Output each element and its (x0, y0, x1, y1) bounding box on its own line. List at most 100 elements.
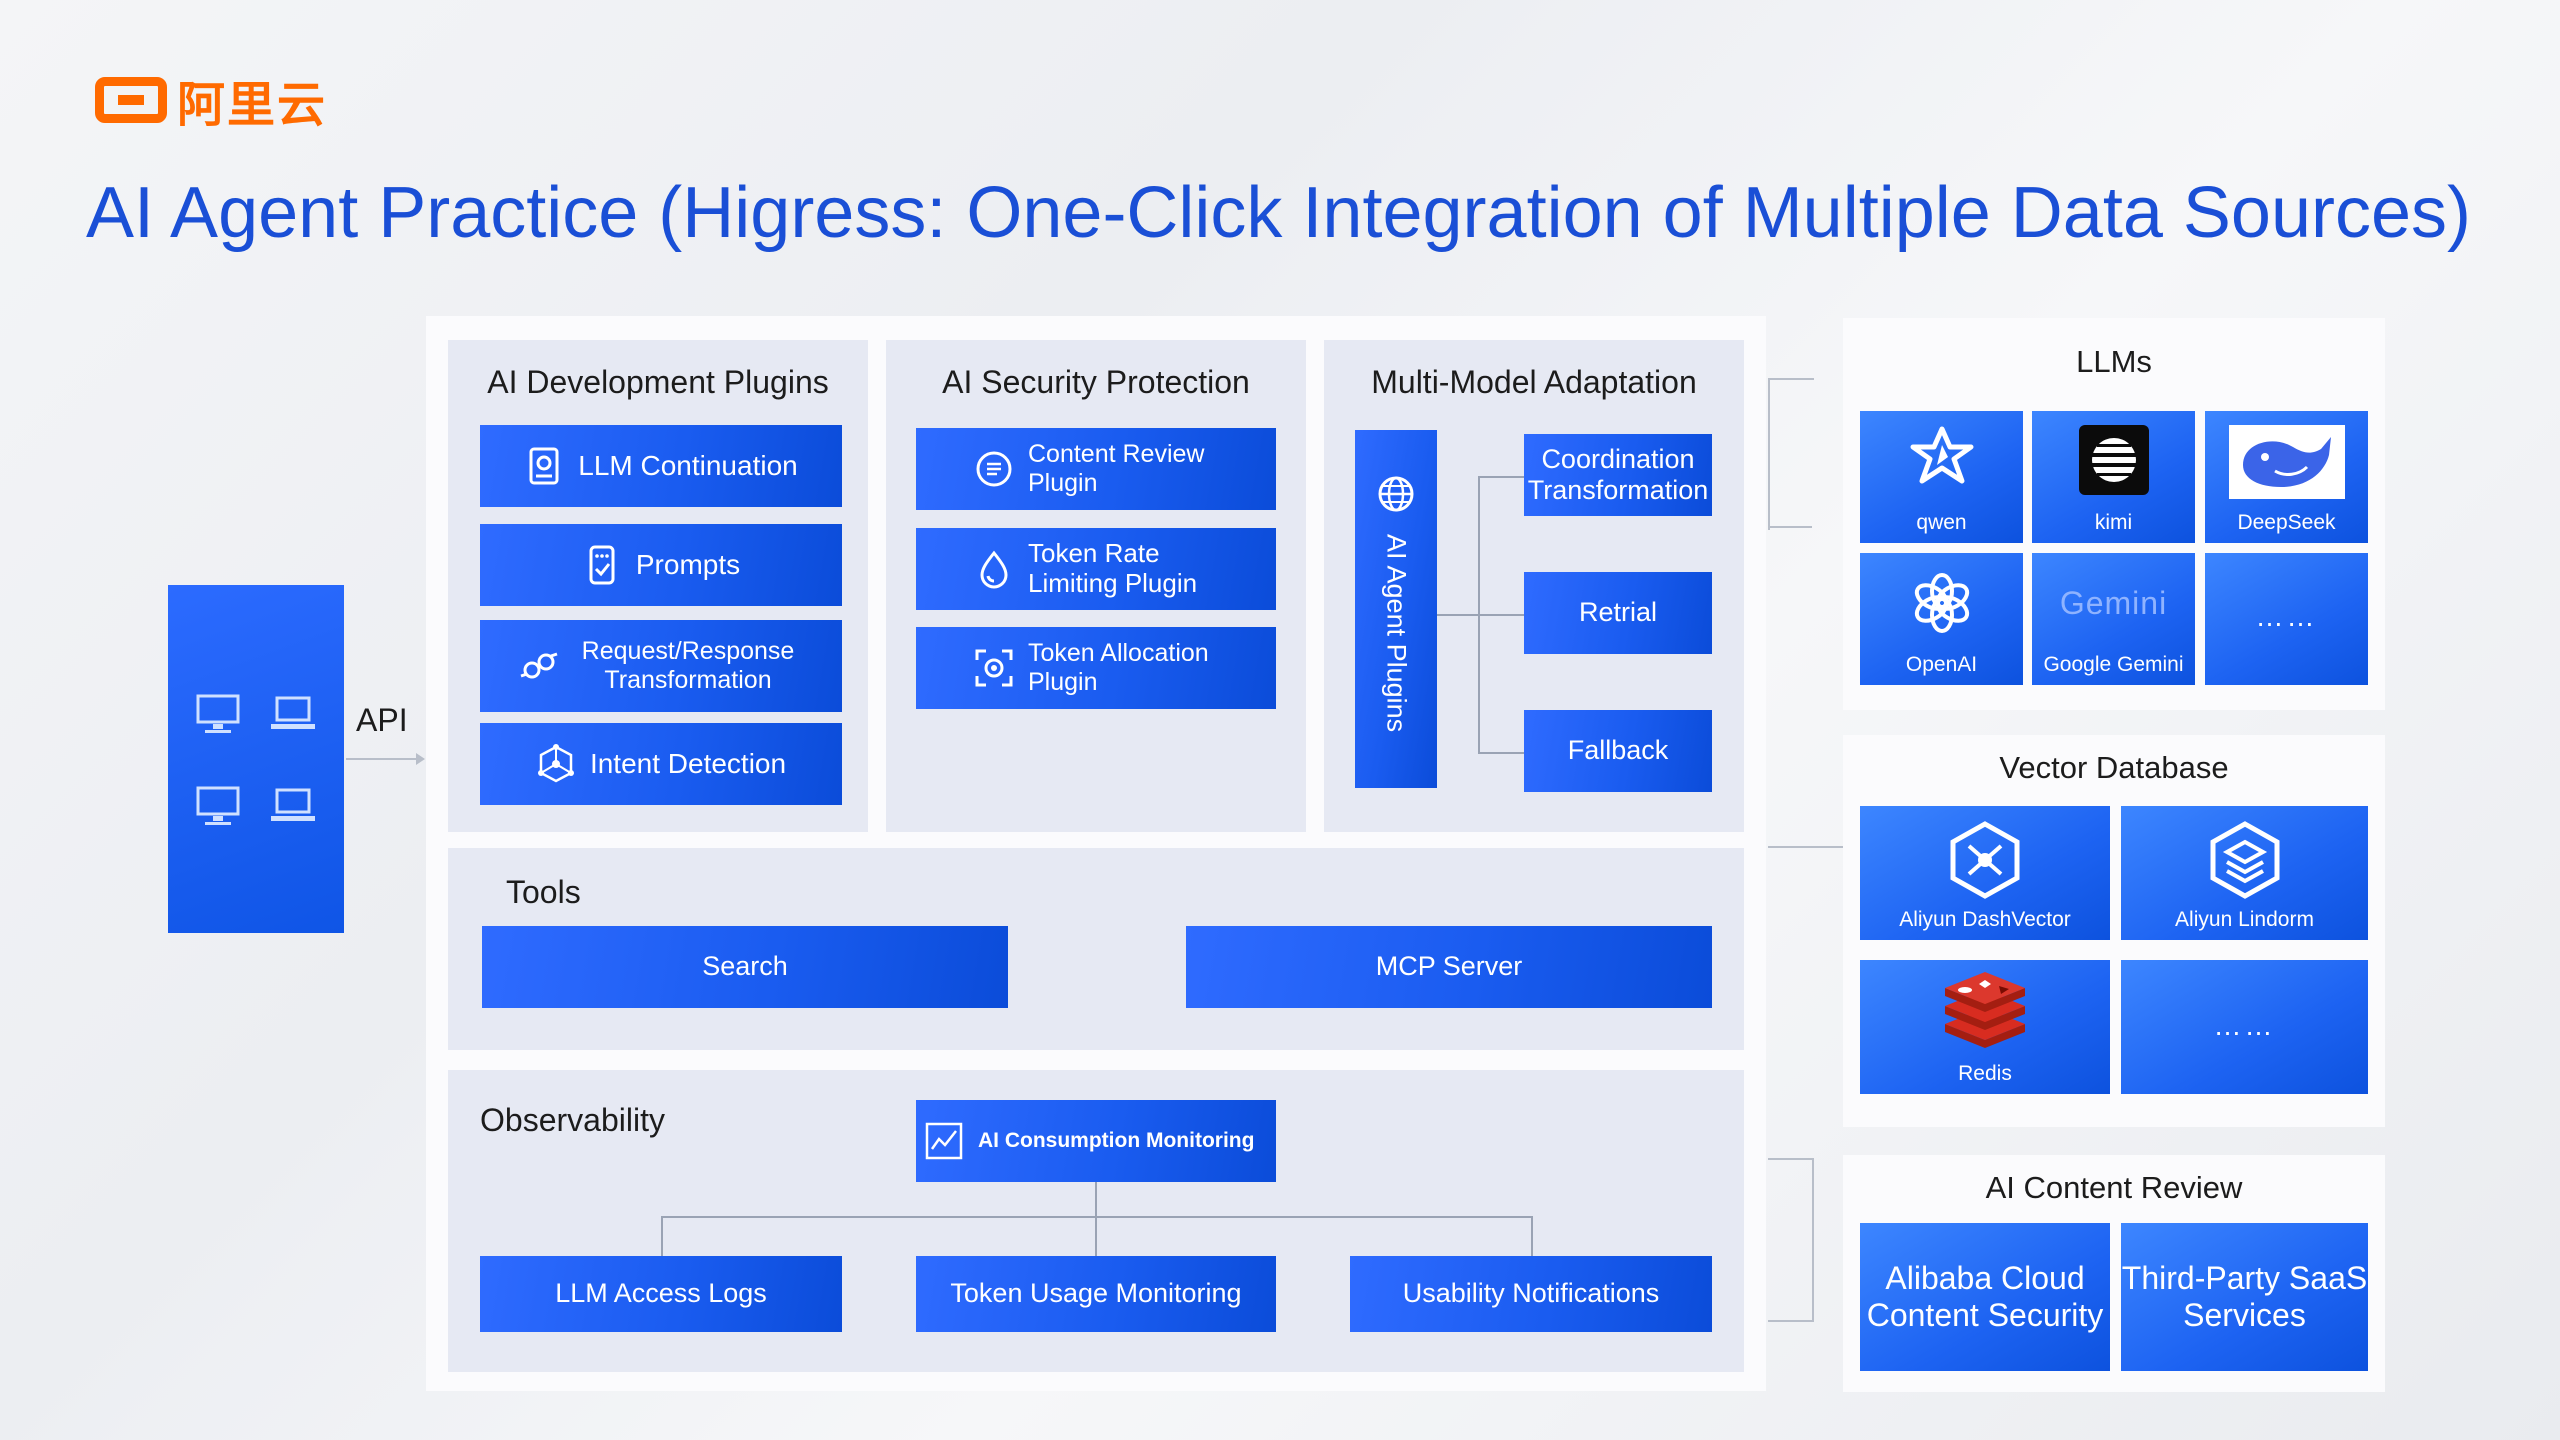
redis-icon (1945, 972, 2025, 1048)
whale-icon (2228, 425, 2345, 499)
prompts-button[interactable]: Prompts (480, 524, 842, 606)
vector-connector (1768, 846, 1854, 850)
intent-detection-label: Intent Detection (589, 747, 787, 779)
llm-tile-gemini[interactable]: Gemini Google Gemini (2032, 553, 2195, 685)
scan-icon (975, 649, 1013, 687)
transform-icon (520, 652, 558, 679)
prompts-label: Prompts (635, 548, 741, 580)
llm-connector-bottom (1768, 526, 1812, 530)
vector-tile-more[interactable]: …… (2121, 960, 2368, 1094)
llm-tile-kimi[interactable]: kimi (2032, 411, 2195, 543)
laptop-icon (271, 696, 315, 729)
fallback-label: Fallback (1567, 735, 1669, 766)
llm-name-kimi: kimi (2094, 511, 2133, 534)
llm-tile-more[interactable]: …… (2205, 553, 2368, 685)
intent-detection-button[interactable]: Intent Detection (480, 723, 842, 805)
brand-logo: 阿里云 (95, 70, 327, 132)
mcp-server-label: MCP Server (1375, 951, 1523, 982)
llm-connector (1768, 378, 1814, 530)
tree-leg-left (661, 1216, 663, 1256)
coordination-transformation-button[interactable]: Coordination Transformation (1524, 434, 1712, 516)
review-connector (1768, 1158, 1814, 1322)
llm-name-qwen: qwen (1916, 511, 1967, 534)
ai-agent-plugins-bar[interactable]: AI Agent Plugins (1355, 430, 1437, 788)
dashvector-icon (1950, 821, 2020, 899)
vector-tile-redis[interactable]: Redis (1860, 960, 2110, 1094)
request-response-transformation-label: Request/Response Transformation (581, 637, 795, 694)
phone-check-icon (589, 545, 615, 585)
laptop-icon (271, 788, 315, 821)
vector-tile-dashvector[interactable]: Aliyun DashVector (1860, 806, 2110, 940)
token-usage-monitoring-button[interactable]: Token Usage Monitoring (916, 1256, 1276, 1332)
network-icon (537, 744, 574, 783)
tree-leg-mid (1095, 1216, 1097, 1256)
monitor-icon (196, 694, 240, 733)
token-allocation-plugin-button[interactable]: Token Allocation Plugin (916, 627, 1276, 709)
monitor-icon (196, 786, 240, 825)
llm-name-deepseek: DeepSeek (2237, 511, 2336, 534)
tree-trunk (1095, 1182, 1097, 1216)
ai-consumption-monitoring-label: AI Consumption Monitoring (978, 1128, 1255, 1152)
token-rate-limiting-plugin-label: Token Rate Limiting Plugin (1028, 538, 1198, 598)
page-title: AI Agent Practice (Higress: One-Click In… (86, 173, 2471, 253)
aliyun-logo-icon (95, 77, 167, 123)
api-label: API (356, 702, 408, 738)
tools-title: Tools (506, 874, 581, 910)
security-title: AI Security Protection (942, 364, 1250, 400)
llm-continuation-button[interactable]: LLM Continuation (480, 425, 842, 507)
third-party-saas-label: Third-Party SaaS Services (2121, 1260, 2368, 1333)
vector-name-dashvector: Aliyun DashVector (1899, 908, 2071, 931)
connector-line (1437, 614, 1524, 616)
search-label: Search (702, 951, 788, 982)
alibaba-content-security-tile[interactable]: Alibaba Cloud Content Security (1860, 1223, 2110, 1371)
vector-name-redis: Redis (1958, 1062, 2012, 1085)
observability-title: Observability (480, 1102, 665, 1138)
retrial-label: Retrial (1578, 597, 1658, 628)
llm-tile-openai[interactable]: OpenAI (1860, 553, 2023, 685)
llm-name-gemini: Google Gemini (2043, 653, 2184, 676)
llm-continuation-label: LLM Continuation (578, 449, 798, 481)
vector-more-label: …… (2213, 1010, 2276, 1041)
retrial-button[interactable]: Retrial (1524, 572, 1712, 654)
content-review-plugin-button[interactable]: Content Review Plugin (916, 428, 1276, 510)
third-party-saas-tile[interactable]: Third-Party SaaS Services (2121, 1223, 2368, 1371)
client-panel (168, 585, 344, 933)
token-allocation-plugin-label: Token Allocation Plugin (1028, 639, 1209, 696)
chart-line-icon (925, 1122, 963, 1160)
token-rate-limiting-plugin-button[interactable]: Token Rate Limiting Plugin (916, 528, 1276, 610)
vector-db-title: Vector Database (1999, 750, 2229, 785)
review-icon (976, 451, 1012, 487)
mcp-server-button[interactable]: MCP Server (1186, 926, 1712, 1008)
globe-icon (1378, 476, 1414, 512)
gemini-icon: Gemini (2059, 585, 2168, 621)
ai-consumption-monitoring-button[interactable]: AI Consumption Monitoring (916, 1100, 1276, 1182)
fallback-button[interactable]: Fallback (1524, 710, 1712, 792)
llm-tile-qwen[interactable]: qwen (1860, 411, 2023, 543)
multi-model-title: Multi-Model Adaptation (1371, 364, 1697, 400)
coordination-transformation-label: Coordination Transformation (1527, 443, 1709, 505)
llm-name-openai: OpenAI (1905, 653, 1978, 676)
qwen-icon (1910, 426, 1973, 484)
usability-notifications-button[interactable]: Usability Notifications (1350, 1256, 1712, 1332)
search-button[interactable]: Search (482, 926, 1008, 1008)
content-review-title: AI Content Review (1985, 1170, 2243, 1205)
alibaba-content-security-label: Alibaba Cloud Content Security (1866, 1260, 2104, 1333)
vector-tile-lindorm[interactable]: Aliyun Lindorm (2121, 806, 2368, 940)
drop-icon (980, 550, 1008, 589)
llms-title: LLMs (2076, 344, 2152, 379)
api-arrow (346, 758, 422, 760)
kimi-icon (2078, 425, 2149, 495)
token-usage-monitoring-label: Token Usage Monitoring (950, 1278, 1242, 1309)
tree-leg-right (1531, 1216, 1533, 1256)
llm-tile-deepseek[interactable]: DeepSeek (2205, 411, 2368, 543)
lindorm-icon (2210, 821, 2279, 899)
llm-access-logs-button[interactable]: LLM Access Logs (480, 1256, 842, 1332)
dev-plugins-title: AI Development Plugins (487, 364, 829, 400)
openai-icon (1914, 573, 1969, 633)
content-review-plugin-label: Content Review Plugin (1028, 440, 1205, 497)
llm-more-label: …… (2255, 601, 2318, 632)
request-response-transformation-button[interactable]: Request/Response Transformation (480, 620, 842, 712)
api-arrow-head (416, 753, 425, 765)
vector-name-lindorm: Aliyun Lindorm (2175, 908, 2314, 931)
brand-logo-text: 阿里云 (177, 79, 328, 132)
